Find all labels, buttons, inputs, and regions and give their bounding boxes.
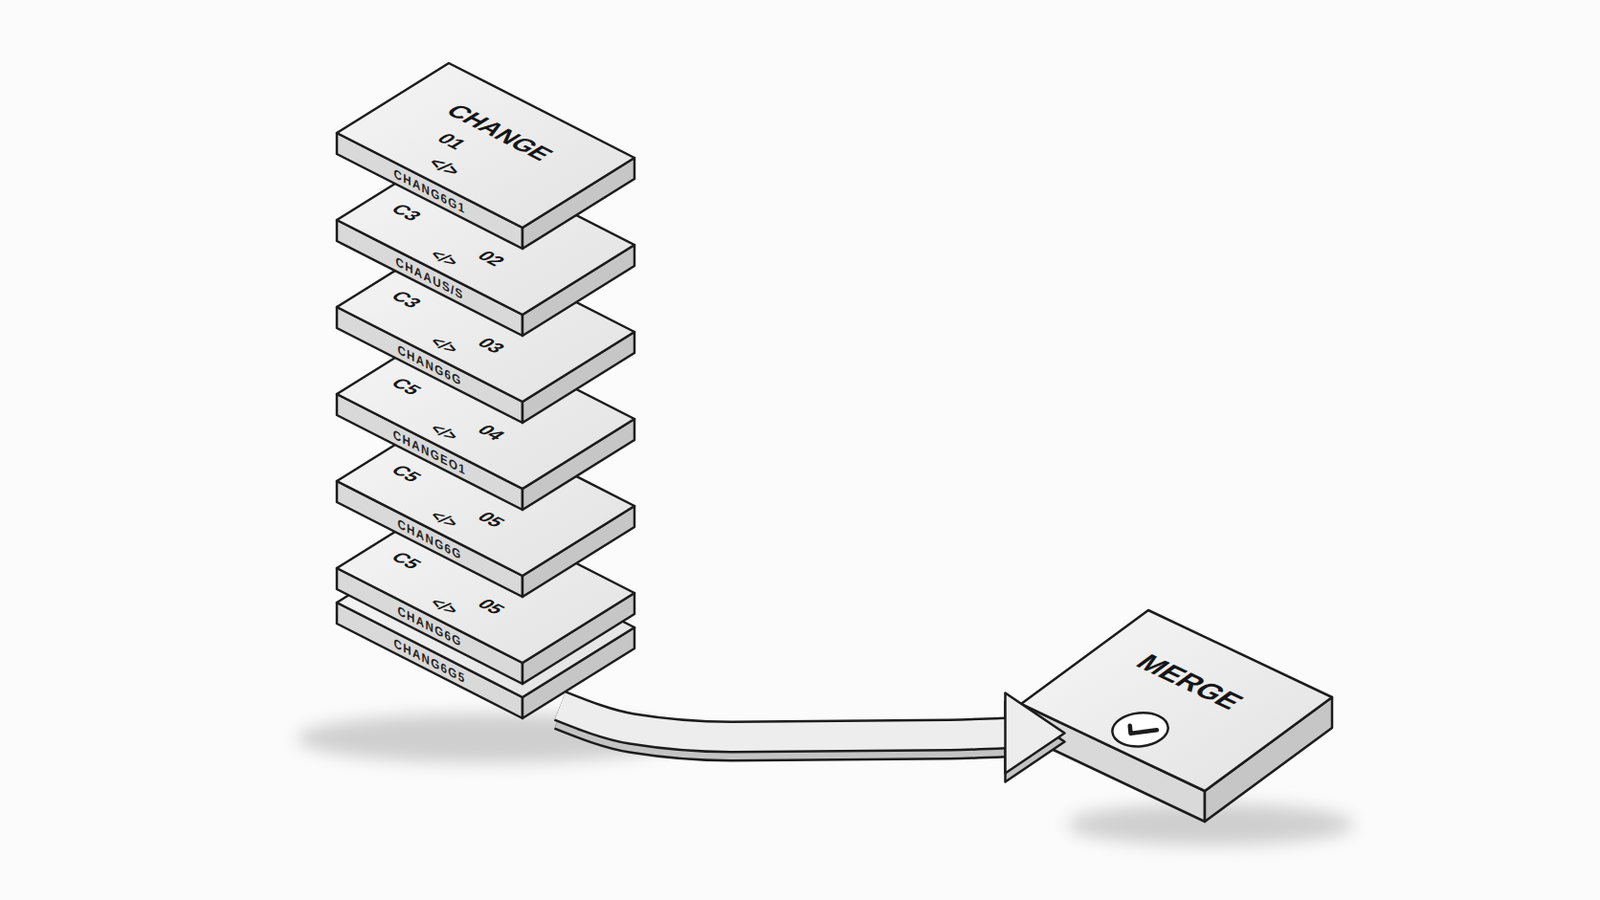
merge-label: MERGE <box>1130 651 1249 714</box>
check-circle <box>1100 706 1179 754</box>
tile-text: 03 <box>473 335 510 356</box>
side-label: CHAAUS/S <box>336 221 523 337</box>
arrow-body-outline <box>559 706 1005 738</box>
tile-text: C3 <box>387 288 426 311</box>
change-tile: C3 02 </> <box>336 150 635 315</box>
tile-text: </> <box>424 155 467 178</box>
tile-text: </> <box>425 596 463 617</box>
change-title: CHANGE <box>441 101 558 164</box>
change-tile: CHANGE01</> <box>336 63 635 228</box>
side-label: CHANGEO1 <box>336 395 523 512</box>
tile-face <box>1021 610 1333 792</box>
tile-text: C5 <box>387 376 426 398</box>
tile-text: 02 <box>473 248 510 269</box>
flow-arrow <box>559 693 1065 783</box>
tile-text: </> <box>425 334 463 356</box>
change-tile: C5 04 </> <box>336 324 635 489</box>
side-label: CHANG6G <box>336 308 523 424</box>
arrow-head <box>1005 693 1066 775</box>
change-tile: C5 05 </> <box>336 411 635 577</box>
arrow-body <box>559 706 1005 738</box>
tile-text: 05 <box>473 597 510 618</box>
check-icon <box>1100 706 1179 754</box>
change-tile: C5 05 </> <box>336 498 635 664</box>
tile-text: </> <box>425 247 463 268</box>
tile-text: </> <box>425 509 463 530</box>
check-mark <box>1123 720 1157 740</box>
merge-tile-shape <box>1021 610 1333 823</box>
side-label: CHANG6G1 <box>336 133 523 250</box>
side-label: CHANG6G <box>336 482 523 599</box>
tile-text: C5 <box>387 463 426 485</box>
tile-text: C5 <box>387 550 426 572</box>
tile-face <box>336 63 635 228</box>
tile-text: </> <box>425 422 463 443</box>
change-tile: C3 03 </> <box>336 237 635 402</box>
tile-text: 04 <box>473 422 510 444</box>
change-tile-shape <box>336 63 635 249</box>
tile-text: 05 <box>473 510 510 531</box>
tile-text: 01 <box>433 131 471 153</box>
merge-tile: MERGE <box>1021 610 1333 792</box>
tile-text: C3 <box>387 201 426 223</box>
